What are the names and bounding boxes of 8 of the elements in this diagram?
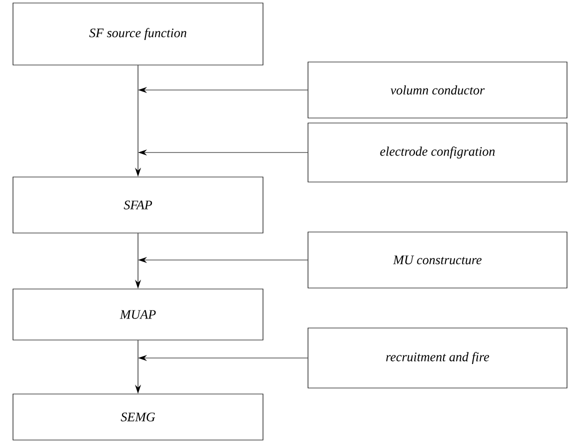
factor-box: volumn conductor — [308, 62, 568, 118]
factor-box: electrode configration — [308, 122, 568, 182]
process-box: SF source function — [12, 2, 264, 66]
process-box: MUAP — [12, 288, 264, 340]
factor-box: MU constructure — [308, 232, 568, 288]
process-box: SFAP — [12, 176, 264, 234]
process-box: SEMG — [12, 394, 264, 440]
factor-box: recruitment and fire — [308, 328, 568, 388]
